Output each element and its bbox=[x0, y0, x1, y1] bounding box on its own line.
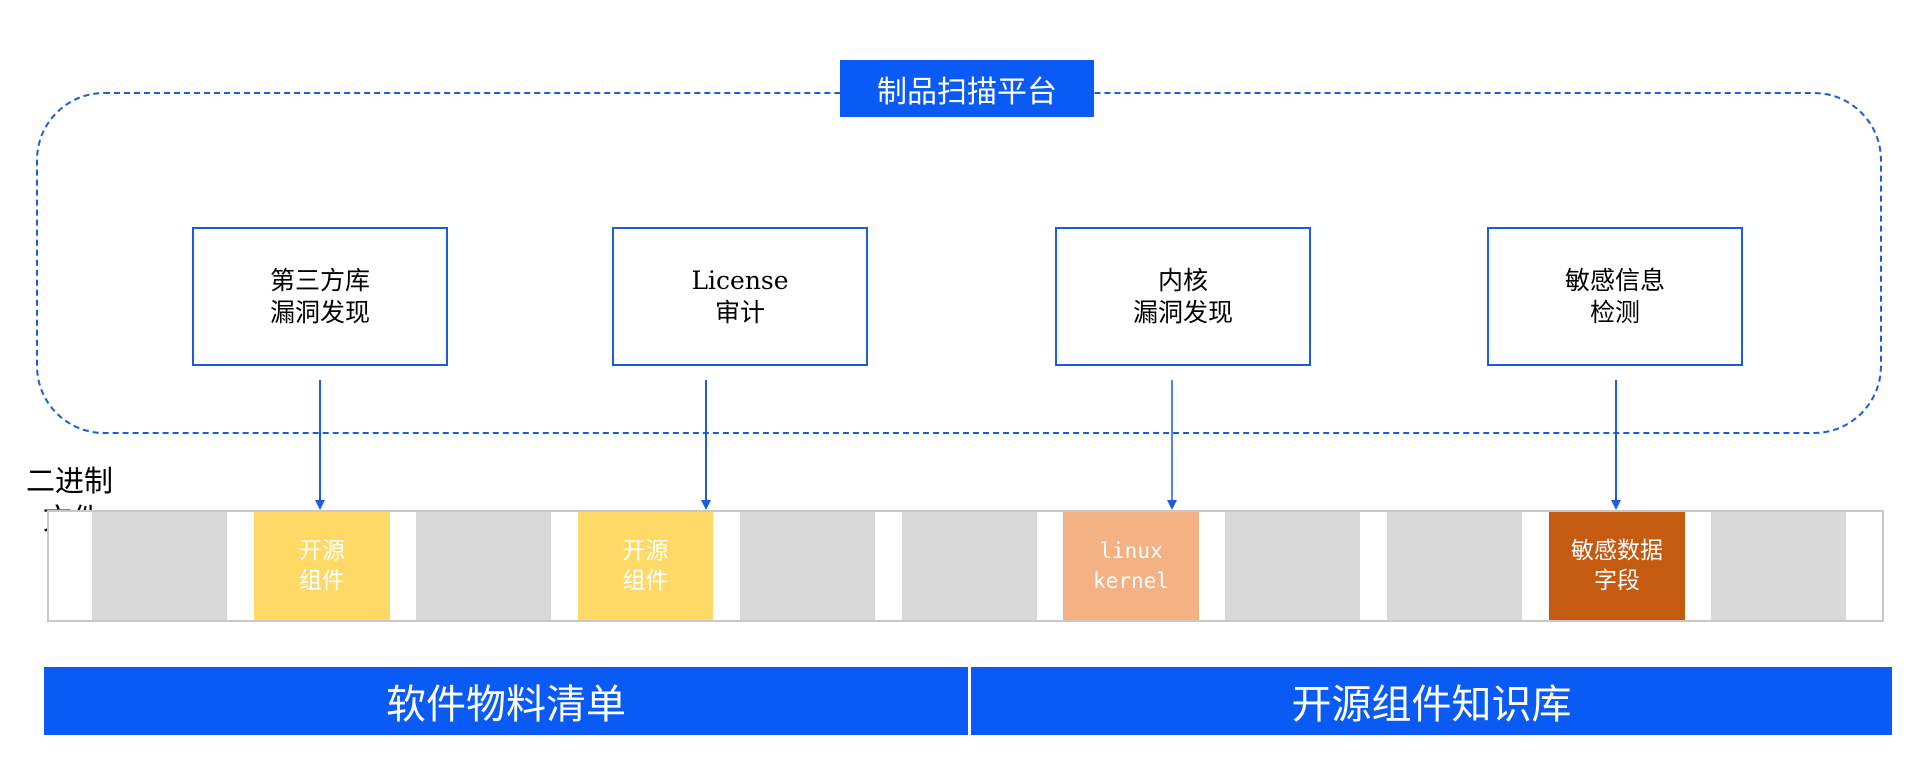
component-label: 开源 bbox=[622, 538, 669, 564]
feature-box-third-party-vuln: 第三方库 漏洞发现 bbox=[192, 227, 448, 366]
feature-label: 审计 bbox=[714, 297, 765, 327]
feature-label: 漏洞发现 bbox=[1132, 297, 1233, 327]
platform-title: 制品扫描平台 bbox=[840, 60, 1094, 117]
file-segment bbox=[92, 512, 227, 620]
file-segment bbox=[1387, 512, 1522, 620]
oss-knowledge-base-bar: 开源组件知识库 bbox=[971, 667, 1892, 735]
component-linux-kernel: linux kernel bbox=[1063, 512, 1199, 620]
component-label: 组件 bbox=[622, 568, 669, 594]
file-segment bbox=[902, 512, 1037, 620]
feature-label: License bbox=[691, 265, 789, 295]
feature-label: 第三方库 bbox=[269, 265, 370, 295]
file-segment bbox=[1225, 512, 1360, 620]
component-label: kernel bbox=[1093, 569, 1169, 593]
feature-box-license-audit: License 审计 bbox=[612, 227, 868, 366]
file-segment bbox=[740, 512, 875, 620]
component-label: 开源 bbox=[299, 538, 345, 564]
feature-label: 检测 bbox=[1589, 297, 1640, 327]
feature-label: 内核 bbox=[1157, 265, 1208, 295]
sbom-bar: 软件物料清单 bbox=[44, 667, 968, 735]
file-segment bbox=[1711, 512, 1846, 620]
feature-box-sensitive-info: 敏感信息 检测 bbox=[1487, 227, 1743, 366]
component-label: 字段 bbox=[1594, 568, 1640, 594]
feature-box-kernel-vuln: 内核 漏洞发现 bbox=[1055, 227, 1311, 366]
component-sensitive-data: 敏感数据 字段 bbox=[1549, 512, 1685, 620]
binary-file-label-line1: 二进制 bbox=[26, 464, 114, 498]
component-label: linux bbox=[1099, 539, 1163, 563]
feature-label: 漏洞发现 bbox=[269, 297, 370, 327]
feature-label: 敏感信息 bbox=[1564, 265, 1665, 295]
component-open-source-1: 开源 组件 bbox=[254, 512, 390, 620]
component-label: 组件 bbox=[299, 568, 345, 594]
component-open-source-2: 开源 组件 bbox=[578, 512, 713, 620]
component-label: 敏感数据 bbox=[1571, 538, 1663, 564]
file-segment bbox=[416, 512, 551, 620]
